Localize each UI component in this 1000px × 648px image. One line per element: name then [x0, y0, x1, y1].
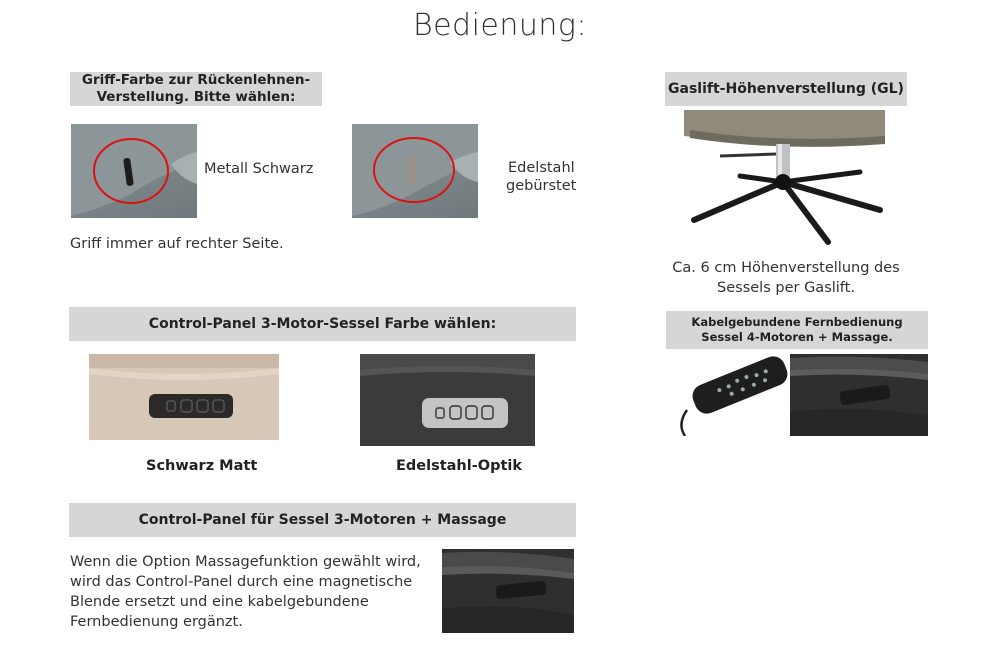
- remote-chair-image[interactable]: [790, 354, 928, 436]
- control-option-steel: Edelstahl-Optik: [396, 458, 522, 474]
- gaslift-text: Ca. 6 cm Höhenverstellung des Sessels pe…: [672, 260, 900, 296]
- griff-option-steel-line1: Edelstahl: [508, 160, 575, 176]
- control-steel-image[interactable]: [360, 354, 535, 446]
- griff-option-black: Metall Schwarz: [204, 161, 314, 177]
- control3-header: Control-Panel 3-Motor-Sessel Farbe wähle…: [69, 307, 576, 341]
- control-option-black: Schwarz Matt: [146, 458, 258, 474]
- gaslift-header: Gaslift-Höhenverstellung (GL): [665, 72, 907, 106]
- griff-steel-image[interactable]: [352, 124, 478, 218]
- massage-header: Control-Panel für Sessel 3-Motoren + Mas…: [69, 503, 576, 537]
- gaslift-image[interactable]: [680, 110, 890, 252]
- griff-note: Griff immer auf rechter Seite.: [70, 236, 284, 252]
- griff-black-image[interactable]: [71, 124, 197, 218]
- massage-text: Wenn die Option Massagefunktion gewählt …: [70, 554, 421, 630]
- griff-option-steel-line2: gebürstet: [506, 178, 577, 194]
- griff-header: Griff-Farbe zur Rückenlehnen- Verstellun…: [70, 72, 322, 106]
- remote-control-image[interactable]: [667, 354, 790, 436]
- page-title: Bedienung:: [412, 8, 588, 43]
- massage-image[interactable]: [442, 549, 574, 633]
- control-black-image[interactable]: [89, 354, 279, 440]
- remote-header: Kabelgebundene Fernbedienung Sessel 4-Mo…: [666, 311, 928, 349]
